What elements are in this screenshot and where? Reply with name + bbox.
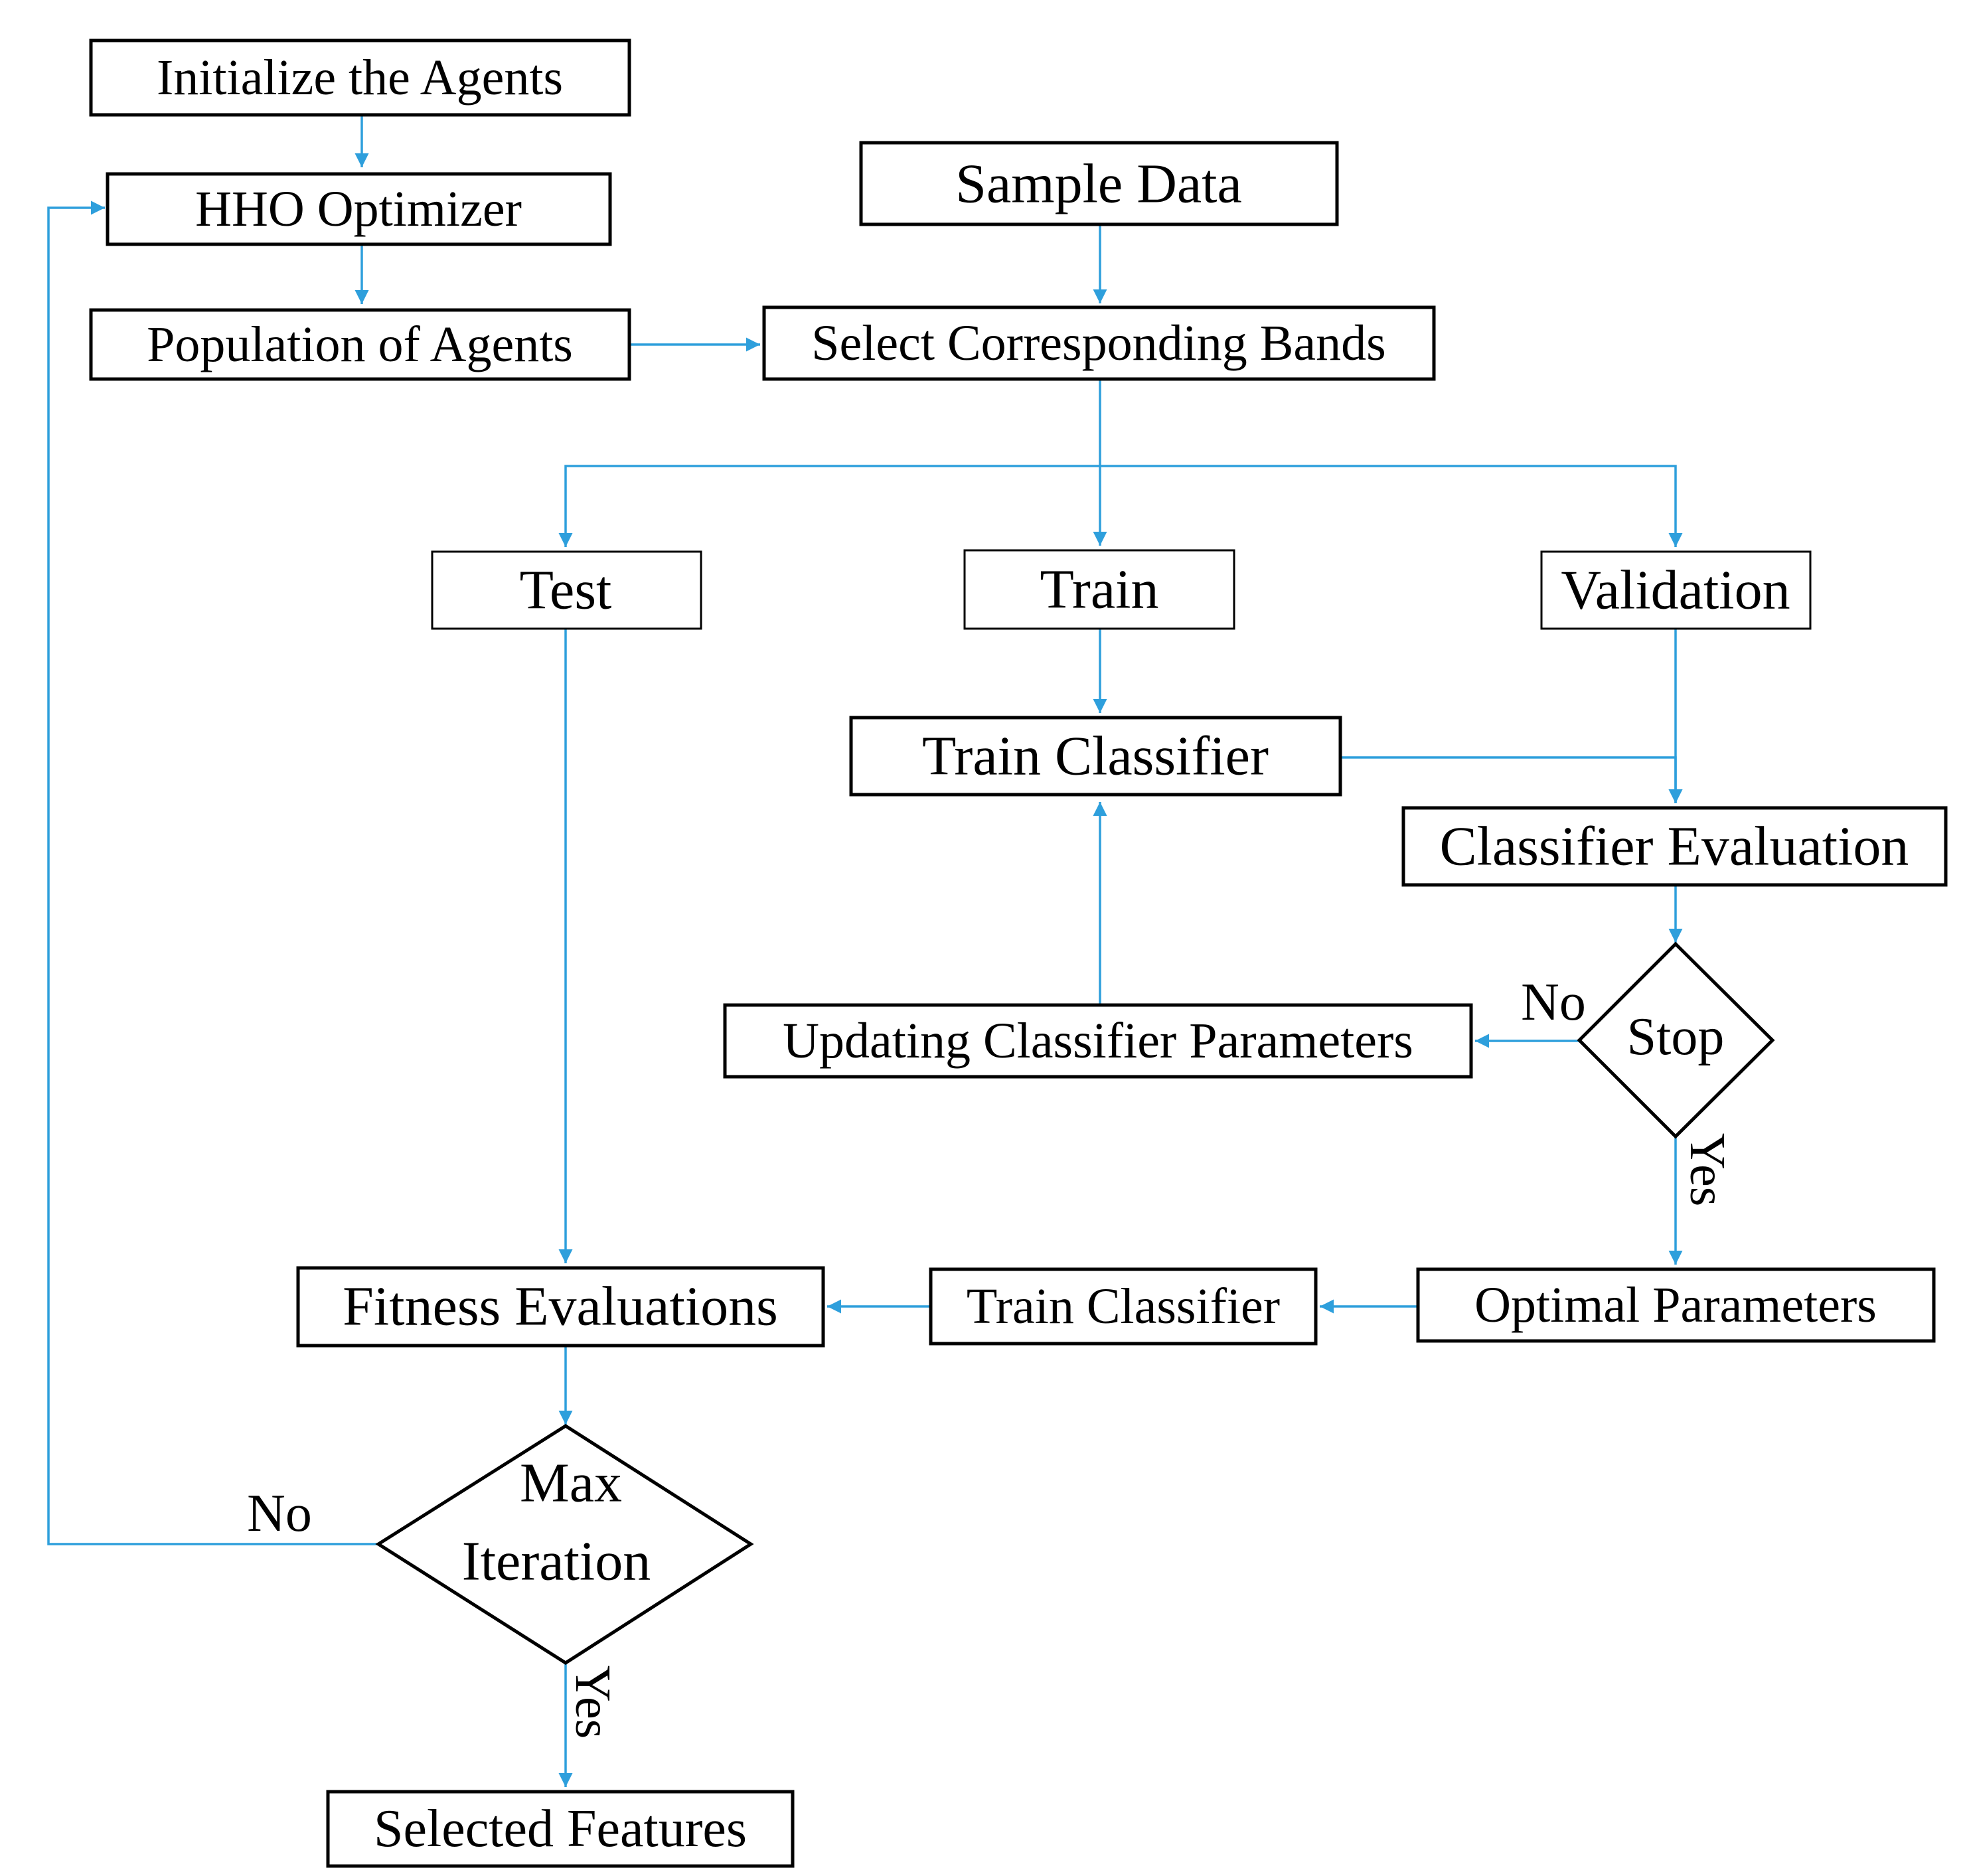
node-selected-features-label: Selected Features [374, 1800, 747, 1858]
node-select-bands-label: Select Corresponding Bands [811, 315, 1385, 371]
arrow-split-to-validation [1100, 465, 1683, 547]
node-max-iteration: Max Iteration [375, 1424, 754, 1665]
node-stop: Stop [1577, 941, 1775, 1139]
node-train-classifier-2-label: Train Classifier [967, 1279, 1280, 1334]
node-classifier-evaluation: Classifier Evaluation [1401, 806, 1948, 887]
node-population: Population of Agents [89, 308, 631, 381]
node-optimal-parameters-label: Optimal Parameters [1474, 1277, 1877, 1333]
arrow-split-to-test [558, 465, 1100, 547]
edge-label-stop-no: No [1521, 973, 1586, 1032]
node-select-bands: Select Corresponding Bands [762, 305, 1436, 381]
node-train-classifier-label: Train Classifier [922, 726, 1269, 787]
node-max-iteration-label-1: Max [520, 1452, 622, 1514]
node-test-label: Test [520, 560, 612, 621]
node-classifier-evaluation-label: Classifier Evaluation [1440, 816, 1909, 878]
node-fitness-evaluations-label: Fitness Evaluations [343, 1276, 778, 1338]
edge-label-stop-yes: Yes [1680, 1133, 1735, 1207]
node-sample-data: Sample Data [859, 141, 1339, 226]
node-initialize: Initialize the Agents [89, 39, 631, 117]
edge-label-max-yes: Yes [565, 1666, 621, 1739]
arrow-max-no-to-hho [47, 200, 378, 1545]
node-fitness-evaluations: Fitness Evaluations [296, 1266, 825, 1348]
node-hho-optimizer-label: HHO Optimizer [195, 181, 522, 237]
edge-label-max-no: No [247, 1484, 312, 1543]
node-train-label: Train [1040, 559, 1159, 621]
node-validation: Validation [1540, 550, 1812, 630]
node-validation-label: Validation [1561, 560, 1790, 621]
node-updating-parameters-label: Updating Classifier Parameters [783, 1013, 1413, 1069]
node-optimal-parameters: Optimal Parameters [1416, 1267, 1936, 1343]
connectors [47, 115, 1683, 1787]
node-initialize-label: Initialize the Agents [157, 50, 563, 106]
node-population-label: Population of Agents [147, 317, 573, 372]
node-max-iteration-label-2: Iteration [462, 1531, 651, 1593]
node-selected-features: Selected Features [326, 1790, 795, 1868]
node-train-classifier-2: Train Classifier [929, 1267, 1318, 1346]
node-test: Test [431, 550, 702, 630]
node-hho-optimizer: HHO Optimizer [106, 172, 612, 246]
arrow-train-classifier-to-classifier-eval [1340, 756, 1683, 803]
node-train-classifier: Train Classifier [849, 716, 1342, 797]
node-stop-label: Stop [1627, 1008, 1725, 1066]
node-updating-parameters: Updating Classifier Parameters [723, 1003, 1473, 1079]
node-train: Train [963, 549, 1235, 630]
node-sample-data-label: Sample Data [955, 153, 1242, 215]
